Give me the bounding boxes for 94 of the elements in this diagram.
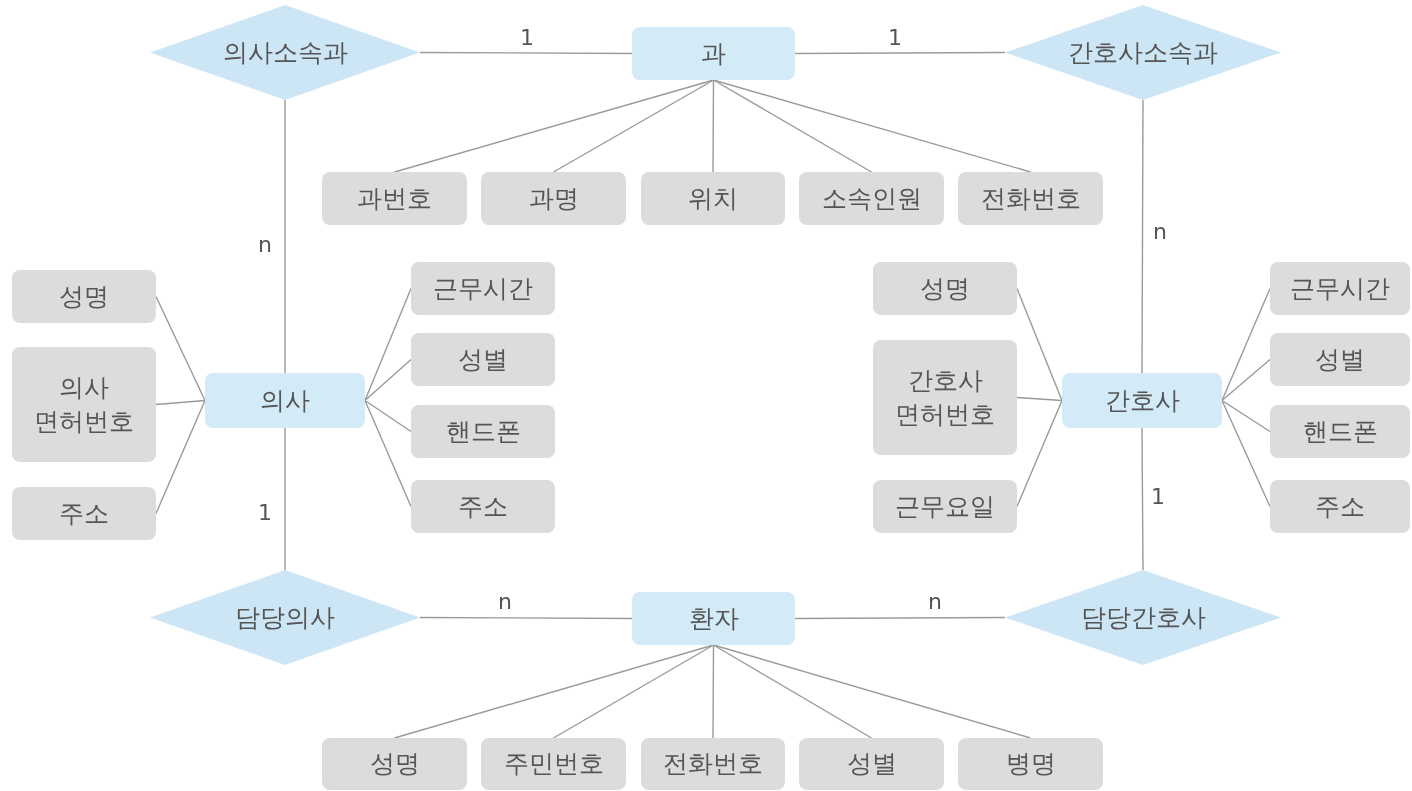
connector-line — [419, 51, 633, 55]
connector-line — [712, 79, 715, 173]
attribute-name: 근무요일 — [894, 490, 996, 523]
connector-line — [284, 99, 286, 374]
attribute-box — [411, 262, 555, 315]
attribute-name: 성별 — [457, 343, 509, 376]
connector-line — [712, 644, 873, 739]
attribute-box — [799, 738, 944, 790]
connector-line — [1141, 99, 1144, 374]
attribute-name: 전화번호 — [662, 748, 764, 781]
connector-line — [155, 399, 206, 515]
relationship-diamond — [150, 5, 420, 100]
attribute-box — [641, 172, 785, 225]
connector-line — [794, 51, 1006, 55]
connector-line — [1221, 399, 1271, 433]
entity-name: 의사 — [259, 384, 311, 417]
entity-box — [632, 592, 795, 645]
attribute-name: 성별 — [845, 748, 898, 781]
attribute-box — [1270, 333, 1410, 386]
attribute-box — [1270, 405, 1410, 458]
relationship-name: 의사소속과 — [221, 36, 349, 69]
attribute-box — [481, 738, 626, 790]
relationship-name: 간호사소속과 — [1067, 36, 1219, 69]
attribute-box — [12, 270, 156, 323]
relationship-name: 담당의사 — [234, 601, 336, 634]
relationship-diamond — [1005, 5, 1281, 100]
attribute-name: 전화번호 — [979, 182, 1082, 215]
connector-line — [1016, 399, 1063, 508]
connector-line — [364, 399, 412, 433]
connector-line — [284, 427, 286, 571]
attribute-box — [411, 480, 555, 533]
connector-line — [712, 644, 715, 739]
entity-box — [1062, 373, 1222, 428]
attribute-box — [958, 172, 1103, 225]
connector-line — [794, 616, 1006, 620]
attribute-box — [411, 405, 555, 458]
attribute-name: 의사 면허번호 — [33, 371, 135, 438]
attribute-box — [799, 172, 944, 225]
connector-line — [712, 79, 873, 173]
attribute-name: 성명 — [58, 280, 110, 313]
connector-line — [364, 358, 412, 402]
attribute-name: 근무시간 — [1289, 272, 1391, 305]
attribute-box — [12, 487, 156, 540]
attribute-name: 위치 — [687, 182, 739, 215]
attribute-box — [1270, 480, 1410, 533]
attribute-box — [481, 172, 626, 225]
attribute-box — [641, 738, 785, 790]
attribute-name: 주민번호 — [502, 748, 605, 781]
attribute-name: 과번호 — [356, 182, 433, 215]
connector-line — [1221, 358, 1271, 402]
connector-line — [155, 295, 206, 402]
attribute-name: 주소 — [1314, 490, 1366, 523]
connector-line — [552, 79, 715, 173]
attribute-name: 병명 — [1004, 748, 1057, 781]
connector-line — [364, 399, 412, 508]
attribute-name: 과명 — [527, 182, 580, 215]
relationship-diamond — [150, 570, 420, 665]
attribute-name: 간호사 면허번호 — [894, 364, 996, 431]
attribute-box — [873, 340, 1017, 455]
attribute-box — [322, 172, 467, 225]
relationship-diamond — [1005, 570, 1281, 665]
attribute-box — [958, 738, 1103, 790]
connector-line — [1141, 427, 1144, 571]
attribute-box — [873, 480, 1017, 533]
attribute-box — [873, 262, 1017, 315]
connector-line — [552, 644, 715, 739]
entity-box — [632, 27, 795, 80]
entity-box — [205, 373, 365, 428]
entity-name: 과 — [700, 37, 727, 70]
attribute-box — [322, 738, 467, 790]
connector-line — [364, 287, 412, 402]
connector-line — [1016, 287, 1063, 402]
connector-line — [1016, 396, 1063, 402]
attribute-name: 주소 — [58, 497, 110, 530]
connector-line — [419, 616, 633, 620]
attribute-box — [411, 333, 555, 386]
attribute-name: 핸드폰 — [1301, 415, 1379, 448]
attribute-name: 주소 — [457, 490, 509, 523]
attribute-name: 성명 — [368, 748, 421, 781]
connector-line — [712, 79, 1032, 173]
connector-line — [712, 644, 1032, 739]
attribute-box — [12, 347, 156, 462]
attribute-name: 성명 — [919, 272, 971, 305]
attribute-name: 핸드폰 — [444, 415, 522, 448]
connector-line — [1221, 287, 1271, 402]
entity-name: 간호사 — [1103, 384, 1181, 417]
entity-name: 환자 — [687, 602, 740, 635]
attribute-name: 소속인원 — [820, 182, 923, 215]
connector-line — [1221, 399, 1271, 508]
attribute-name: 성별 — [1314, 343, 1366, 376]
attribute-box — [1270, 262, 1410, 315]
relationship-name: 담당간호사 — [1079, 601, 1207, 634]
connector-line — [155, 399, 206, 406]
attribute-name: 근무시간 — [432, 272, 534, 305]
